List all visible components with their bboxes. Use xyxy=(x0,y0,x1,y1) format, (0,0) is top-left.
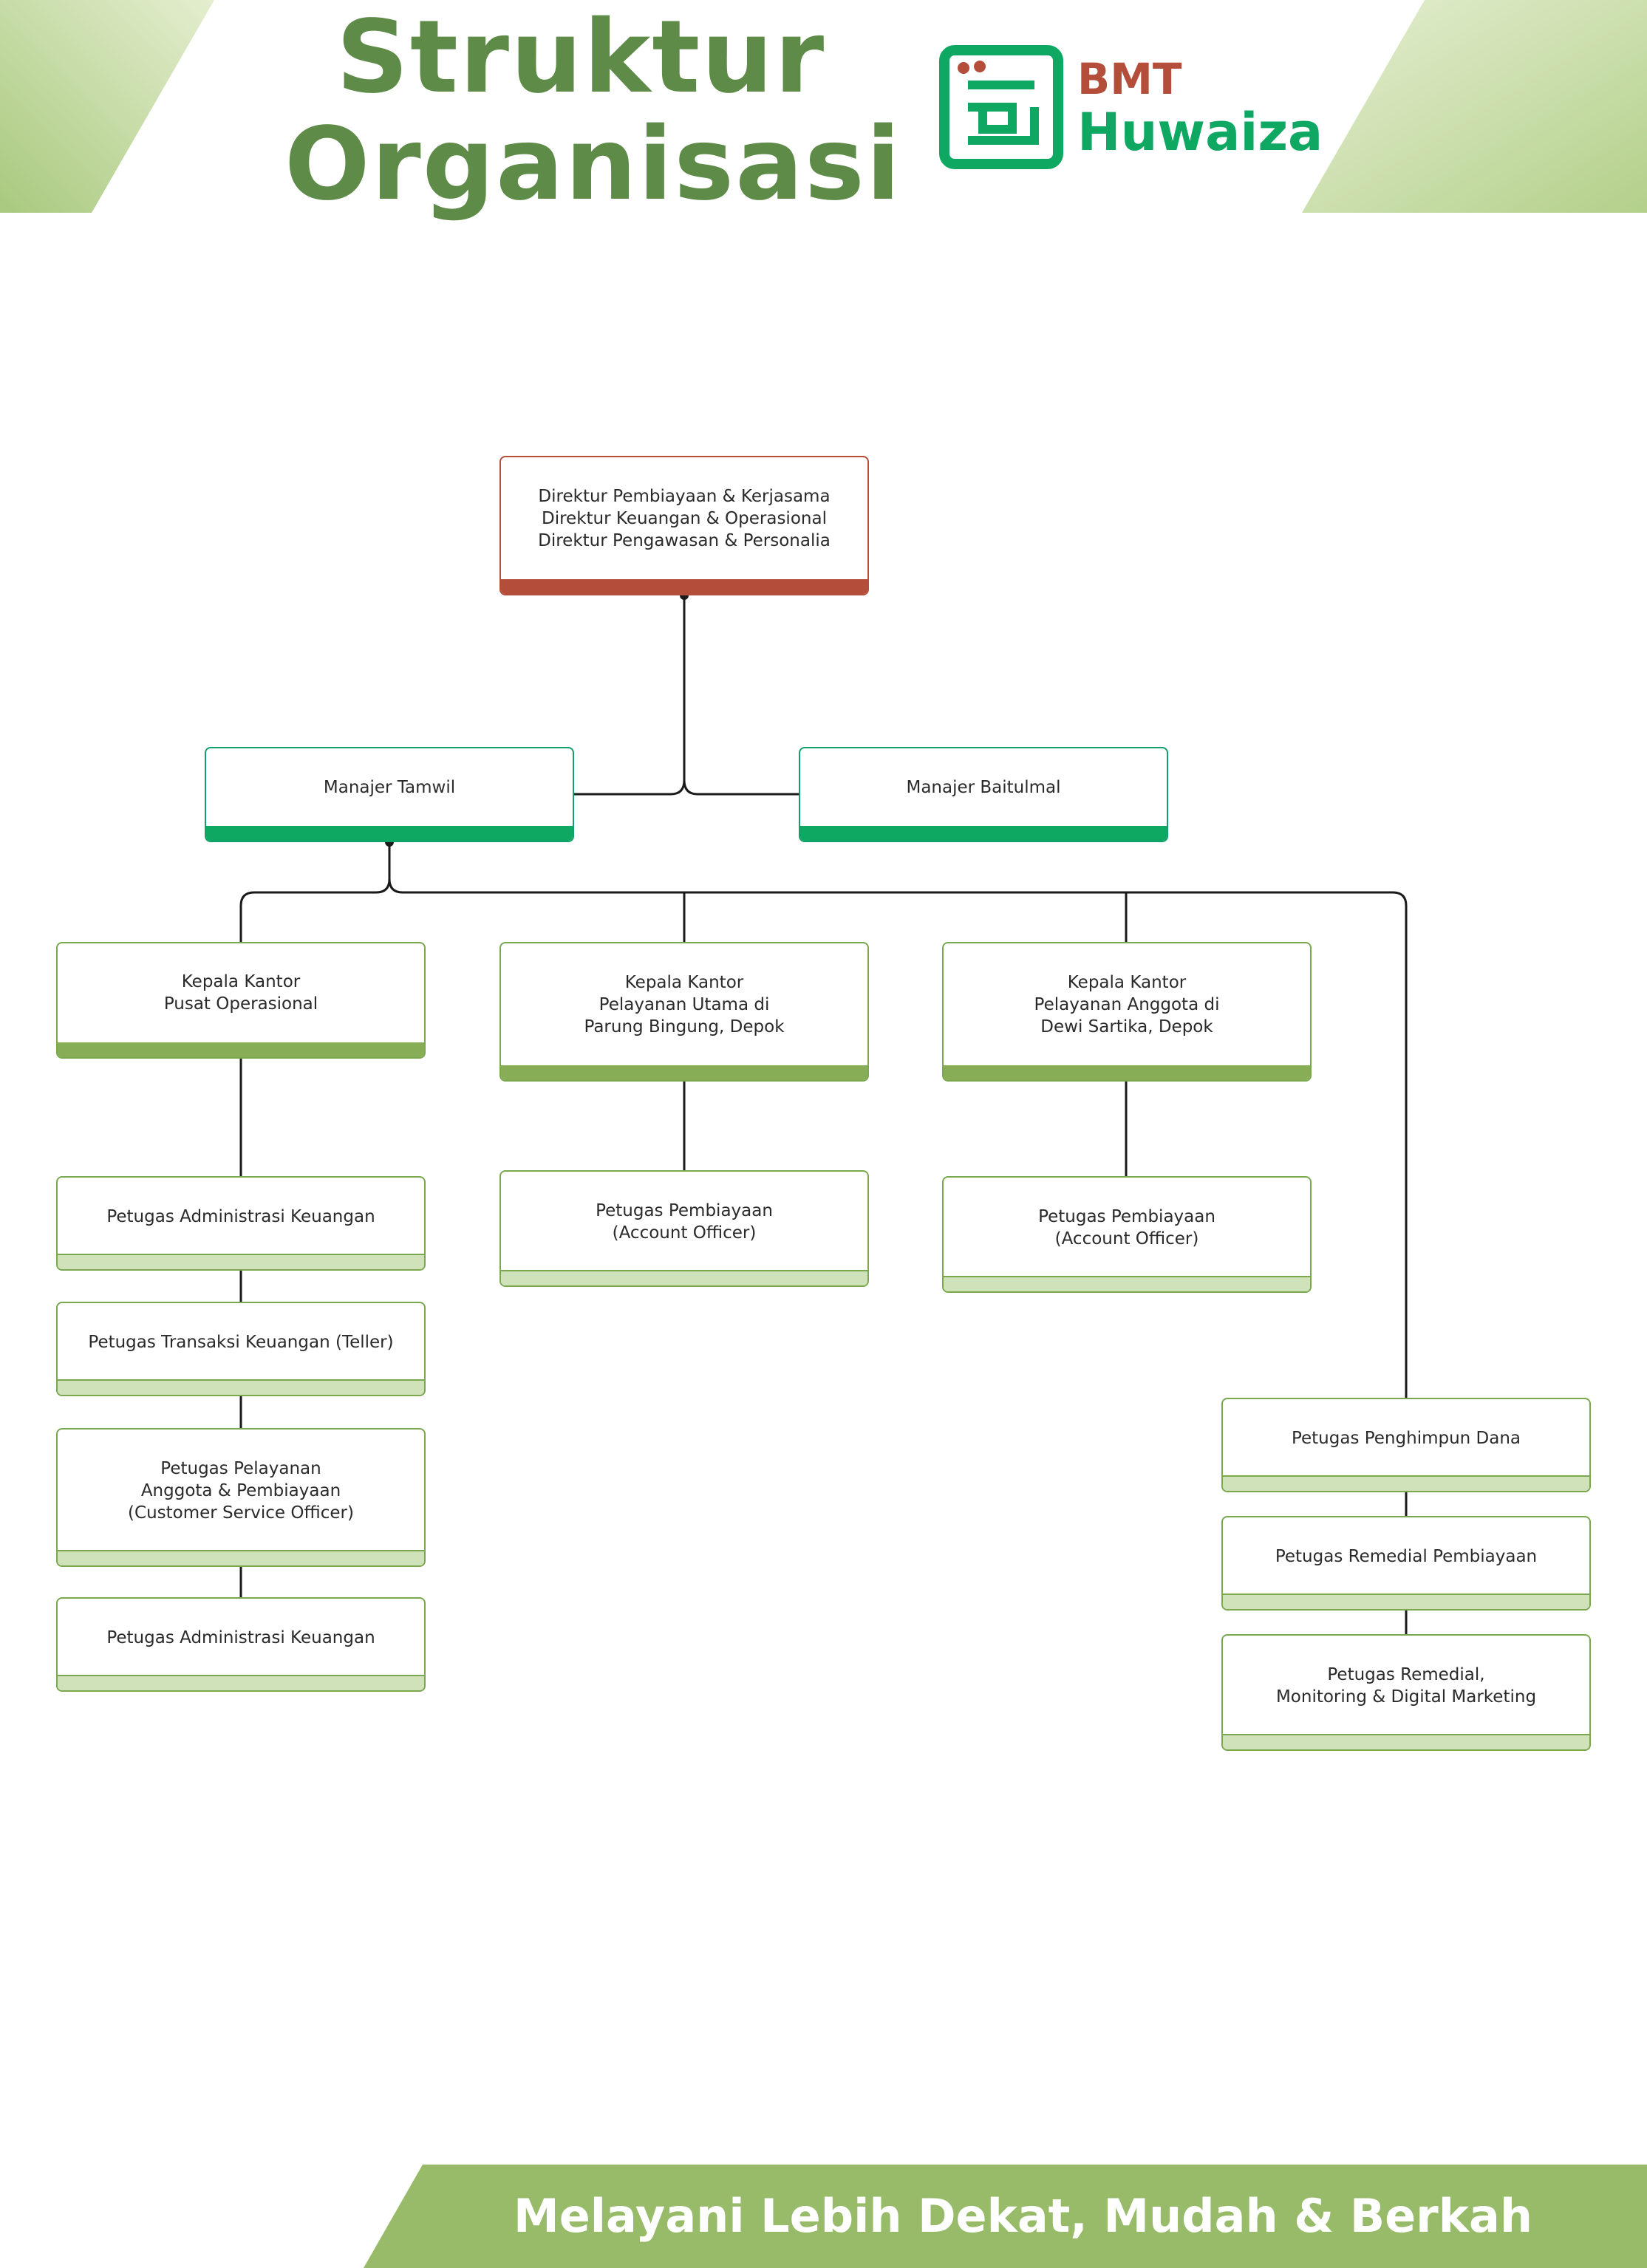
pusat-staff-teller-label: Petugas Transaksi Keuangan (Teller) xyxy=(88,1332,394,1352)
parung-staff-account-officer-bar xyxy=(501,1270,867,1285)
pusat-staff-admin-keuangan-box: Petugas Administrasi Keuangan xyxy=(56,1176,426,1271)
fund-staff-penghimpun-label: Petugas Penghimpun Dana xyxy=(1291,1428,1521,1448)
connector-tamwil-down xyxy=(239,842,391,942)
head-dewi-label: Kepala Kantor Pelayanan Anggota di Dewi … xyxy=(1034,972,1220,1036)
directors-bar xyxy=(501,579,867,594)
pusat-staff-admin-keuangan-label: Petugas Administrasi Keuangan xyxy=(106,1206,375,1226)
dewi-staff-account-officer-label: Petugas Pembiayaan (Account Officer) xyxy=(1038,1206,1215,1249)
connector-to-baitulmal xyxy=(683,779,799,796)
pusat-staff-admin-keuangan-2-box: Petugas Administrasi Keuangan xyxy=(56,1597,426,1692)
logo: BMT Huwaiza xyxy=(938,44,1323,170)
manager-baitulmal-label: Manajer Baitulmal xyxy=(906,777,1061,797)
head-parung-label: Kepala Kantor Pelayanan Utama di Parung … xyxy=(584,972,785,1036)
pusat-staff-cso-label: Petugas Pelayanan Anggota & Pembiayaan (… xyxy=(128,1458,354,1523)
manager-tamwil-label: Manajer Tamwil xyxy=(323,777,456,797)
pusat-staff-admin-keuangan-2-bar xyxy=(58,1675,424,1690)
manager-tamwil-box: Manajer Tamwil xyxy=(205,747,574,842)
manager-tamwil-bar xyxy=(206,826,573,841)
fund-staff-remedial-box: Petugas Remedial Pembiayaan xyxy=(1221,1516,1591,1611)
pusat-staff-teller-box: Petugas Transaksi Keuangan (Teller) xyxy=(56,1302,426,1396)
logo-text-huwaiza: Huwaiza xyxy=(1077,102,1323,163)
fund-staff-remedial-label: Petugas Remedial Pembiayaan xyxy=(1275,1546,1538,1566)
connector-to-tamwil xyxy=(573,779,686,796)
head-pusat-box: Kepala Kantor Pusat Operasional xyxy=(56,942,426,1059)
header-left-shape xyxy=(0,0,214,213)
dewi-staff-account-officer-bar xyxy=(944,1276,1310,1291)
manager-baitulmal-box: Manajer Baitulmal xyxy=(799,747,1168,842)
fund-staff-digital-marketing-bar xyxy=(1223,1734,1589,1749)
head-dewi-bar xyxy=(944,1065,1310,1080)
pusat-staff-admin-keuangan-bar xyxy=(58,1254,424,1269)
head-pusat-label: Kepala Kantor Pusat Operasional xyxy=(163,972,318,1014)
directors-box: Direktur Pembiayaan & Kerjasama Direktur… xyxy=(499,456,869,595)
connector-tamwil-branch xyxy=(388,878,1408,1398)
logo-text-bmt: BMT xyxy=(1077,54,1182,104)
directors-label: Direktur Pembiayaan & Kerjasama Direktur… xyxy=(538,486,831,550)
fund-staff-digital-marketing-label: Petugas Remedial, Monitoring & Digital M… xyxy=(1275,1664,1537,1707)
pusat-staff-teller-bar xyxy=(58,1379,424,1395)
head-pusat-bar xyxy=(58,1042,424,1057)
fund-staff-penghimpun-bar xyxy=(1223,1475,1589,1491)
manager-baitulmal-bar xyxy=(800,826,1167,841)
pusat-staff-cso-bar xyxy=(58,1550,424,1565)
page-title-line1: Struktur xyxy=(336,0,826,116)
page-title-line2: Organisasi xyxy=(284,106,902,223)
fund-staff-penghimpun-box: Petugas Penghimpun Dana xyxy=(1221,1398,1591,1492)
pusat-staff-cso-box: Petugas Pelayanan Anggota & Pembiayaan (… xyxy=(56,1428,426,1567)
head-parung-bar xyxy=(501,1065,867,1080)
pusat-staff-admin-keuangan-2-label: Petugas Administrasi Keuangan xyxy=(106,1627,375,1647)
footer-banner xyxy=(364,2165,1647,2268)
head-dewi-box: Kepala Kantor Pelayanan Anggota di Dewi … xyxy=(942,942,1312,1082)
header-right-shape xyxy=(1302,0,1647,213)
dewi-staff-account-officer-box: Petugas Pembiayaan (Account Officer) xyxy=(942,1176,1312,1293)
parung-staff-account-officer-box: Petugas Pembiayaan (Account Officer) xyxy=(499,1170,869,1287)
head-parung-box: Kepala Kantor Pelayanan Utama di Parung … xyxy=(499,942,869,1082)
fund-staff-remedial-bar xyxy=(1223,1594,1589,1609)
header-decoration xyxy=(0,0,1647,213)
parung-staff-account-officer-label: Petugas Pembiayaan (Account Officer) xyxy=(596,1200,773,1243)
footer-tagline: Melayani Lebih Dekat, Mudah & Berkah xyxy=(514,2189,1532,2243)
fund-staff-digital-marketing-box: Petugas Remedial, Monitoring & Digital M… xyxy=(1221,1634,1591,1751)
logo-mark-icon xyxy=(939,45,1063,169)
